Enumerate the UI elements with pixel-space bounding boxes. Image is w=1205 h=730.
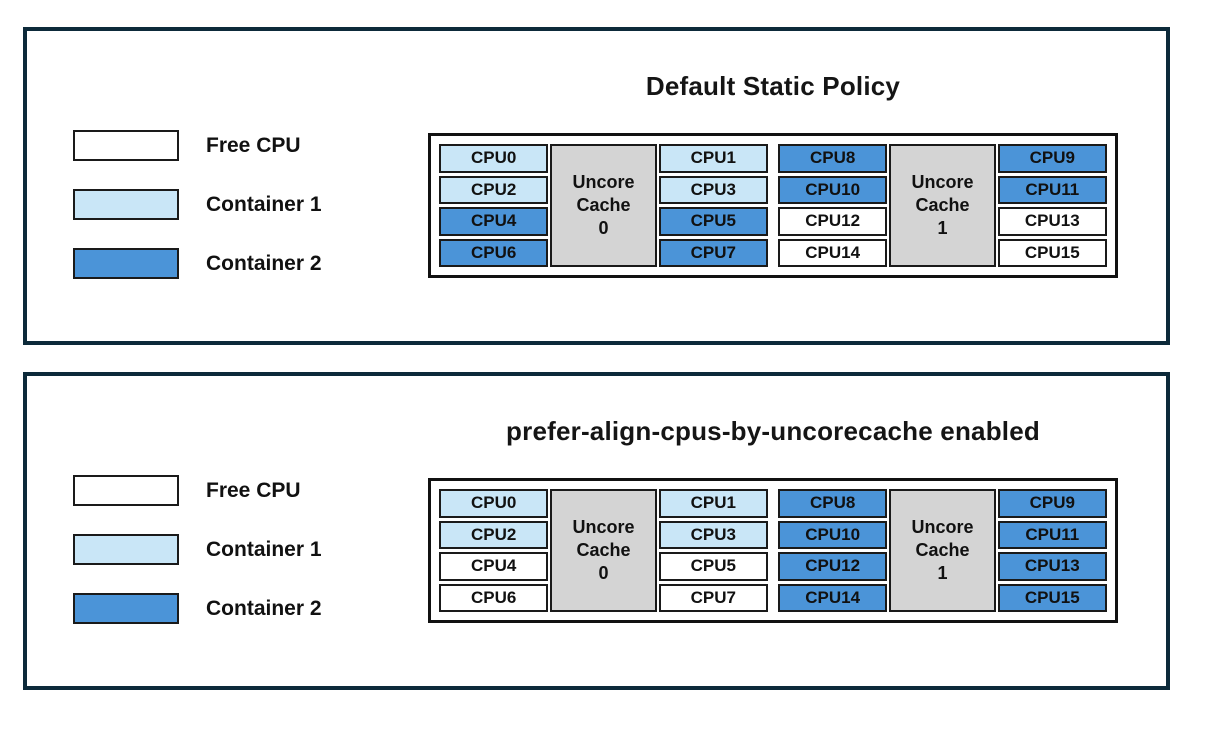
cpu-cell-cpu9: CPU9: [997, 144, 1108, 173]
legend: Free CPU Container 1 Container 2: [73, 475, 322, 652]
cpu-cell-cpu5: CPU5: [658, 552, 769, 581]
cpu-cell-cpu15: CPU15: [997, 583, 1108, 612]
panel-title: Default Static Policy: [645, 71, 901, 101]
cpu-cell-cpu6: CPU6: [439, 238, 549, 267]
cpu-cell-cpu8: CPU8: [778, 489, 888, 518]
cpu-cell-cpu9: CPU9: [997, 489, 1108, 518]
cpu-column-left: CPU8 CPU10 CPU12 CPU14: [778, 489, 888, 612]
legend-item-container-1: Container 1: [73, 534, 322, 565]
panel-prefer-align-cpus-by-uncorecache: prefer-align-cpus-by-uncorecache enabled…: [23, 372, 1170, 690]
cpu-column-right: CPU1 CPU3 CPU5 CPU7: [658, 144, 769, 267]
uncore-group-1: CPU8 CPU10 CPU12 CPU14 Uncore Cache 1 CP…: [778, 144, 1108, 267]
cpu-column-left: CPU0 CPU2 CPU4 CPU6: [439, 144, 549, 267]
cpu-cell-cpu3: CPU3: [658, 520, 769, 549]
legend-swatch-free-cpu: [73, 475, 179, 506]
cpu-cell-cpu13: CPU13: [997, 552, 1108, 581]
cpu-cell-cpu2: CPU2: [439, 520, 549, 549]
uncore-cache-0-box: Uncore Cache 0: [550, 489, 657, 612]
legend-swatch-container-1: [73, 189, 179, 220]
cpu-topology-diagram: CPU0 CPU2 CPU4 CPU6 Uncore Cache 0 CPU1 …: [428, 133, 1118, 278]
legend-label: Free CPU: [206, 478, 301, 502]
cpu-cell-cpu11: CPU11: [997, 175, 1108, 204]
cpu-cell-cpu12: CPU12: [778, 207, 888, 236]
uncore-group-1: CPU8 CPU10 CPU12 CPU14 Uncore Cache 1 CP…: [778, 489, 1108, 612]
cpu-cell-cpu3: CPU3: [658, 175, 769, 204]
cpu-cell-cpu13: CPU13: [997, 207, 1108, 236]
legend-label: Free CPU: [206, 133, 301, 157]
cpu-cell-cpu15: CPU15: [997, 238, 1108, 267]
cpu-cell-cpu0: CPU0: [439, 489, 549, 518]
legend-item-free-cpu: Free CPU: [73, 130, 322, 161]
cpu-cell-cpu4: CPU4: [439, 207, 549, 236]
cpu-cell-cpu7: CPU7: [658, 238, 769, 267]
panel-title: prefer-align-cpus-by-uncorecache enabled: [506, 416, 1040, 446]
cpu-column-left: CPU0 CPU2 CPU4 CPU6: [439, 489, 549, 612]
legend-item-container-2: Container 2: [73, 593, 322, 624]
cpu-cell-cpu14: CPU14: [778, 583, 888, 612]
panel-default-static-policy: Default Static Policy Free CPU Container…: [23, 27, 1170, 345]
cpu-cell-cpu6: CPU6: [439, 583, 549, 612]
legend-item-container-1: Container 1: [73, 189, 322, 220]
cpu-column-right: CPU9 CPU11 CPU13 CPU15: [997, 144, 1108, 267]
legend-label: Container 2: [206, 596, 322, 620]
cpu-column-right: CPU9 CPU11 CPU13 CPU15: [997, 489, 1108, 612]
cpu-cell-cpu11: CPU11: [997, 520, 1108, 549]
legend-item-free-cpu: Free CPU: [73, 475, 322, 506]
uncore-group-0: CPU0 CPU2 CPU4 CPU6 Uncore Cache 0 CPU1 …: [439, 144, 769, 267]
cpu-cell-cpu7: CPU7: [658, 583, 769, 612]
uncore-cache-1-box: Uncore Cache 1: [889, 489, 996, 612]
cpu-cell-cpu5: CPU5: [658, 207, 769, 236]
cpu-cell-cpu10: CPU10: [778, 175, 888, 204]
legend-label: Container 2: [206, 251, 322, 275]
uncore-group-0: CPU0 CPU2 CPU4 CPU6 Uncore Cache 0 CPU1 …: [439, 489, 769, 612]
uncore-cache-1-box: Uncore Cache 1: [889, 144, 996, 267]
cpu-topology-diagram: CPU0 CPU2 CPU4 CPU6 Uncore Cache 0 CPU1 …: [428, 478, 1118, 623]
legend-swatch-container-2: [73, 248, 179, 279]
legend-swatch-free-cpu: [73, 130, 179, 161]
cpu-cell-cpu12: CPU12: [778, 552, 888, 581]
legend-label: Container 1: [206, 537, 322, 561]
cpu-cell-cpu10: CPU10: [778, 520, 888, 549]
legend-label: Container 1: [206, 192, 322, 216]
cpu-cell-cpu1: CPU1: [658, 144, 769, 173]
cpu-cell-cpu0: CPU0: [439, 144, 549, 173]
cpu-cell-cpu1: CPU1: [658, 489, 769, 518]
cpu-cell-cpu2: CPU2: [439, 175, 549, 204]
legend: Free CPU Container 1 Container 2: [73, 130, 322, 307]
cpu-cell-cpu4: CPU4: [439, 552, 549, 581]
cpu-cell-cpu14: CPU14: [778, 238, 888, 267]
legend-swatch-container-1: [73, 534, 179, 565]
cpu-column-left: CPU8 CPU10 CPU12 CPU14: [778, 144, 888, 267]
legend-swatch-container-2: [73, 593, 179, 624]
uncore-cache-0-box: Uncore Cache 0: [550, 144, 657, 267]
legend-item-container-2: Container 2: [73, 248, 322, 279]
cpu-column-right: CPU1 CPU3 CPU5 CPU7: [658, 489, 769, 612]
cpu-cell-cpu8: CPU8: [778, 144, 888, 173]
